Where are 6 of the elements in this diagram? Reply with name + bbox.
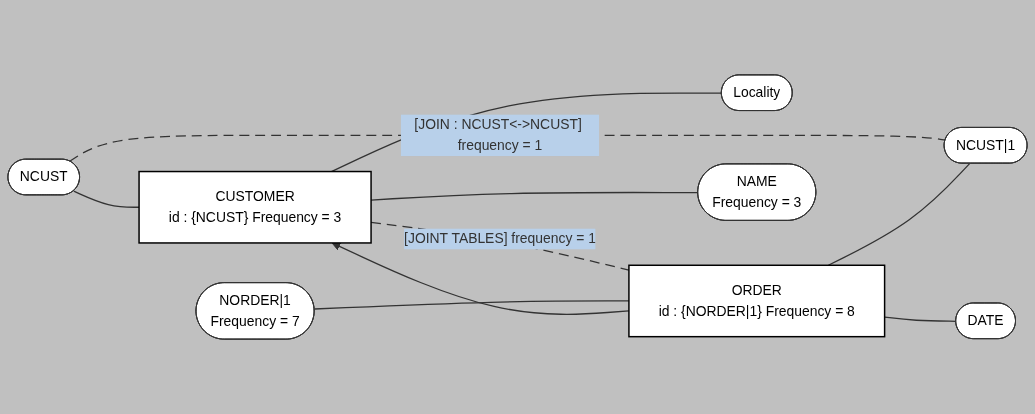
connector bbox=[73, 190, 140, 208]
connector bbox=[827, 162, 971, 266]
node-box: ORDER id : {NORDER|1} Frequency = 8 bbox=[628, 264, 886, 338]
edge-label: [JOINT TABLES] frequency = 1 bbox=[404, 230, 596, 247]
node-box: CUSTOMER id : {NCUST} Frequency = 3 bbox=[138, 170, 372, 244]
edge-label: [JOIN : NCUST<->NCUST] frequency = 1 bbox=[414, 116, 582, 154]
